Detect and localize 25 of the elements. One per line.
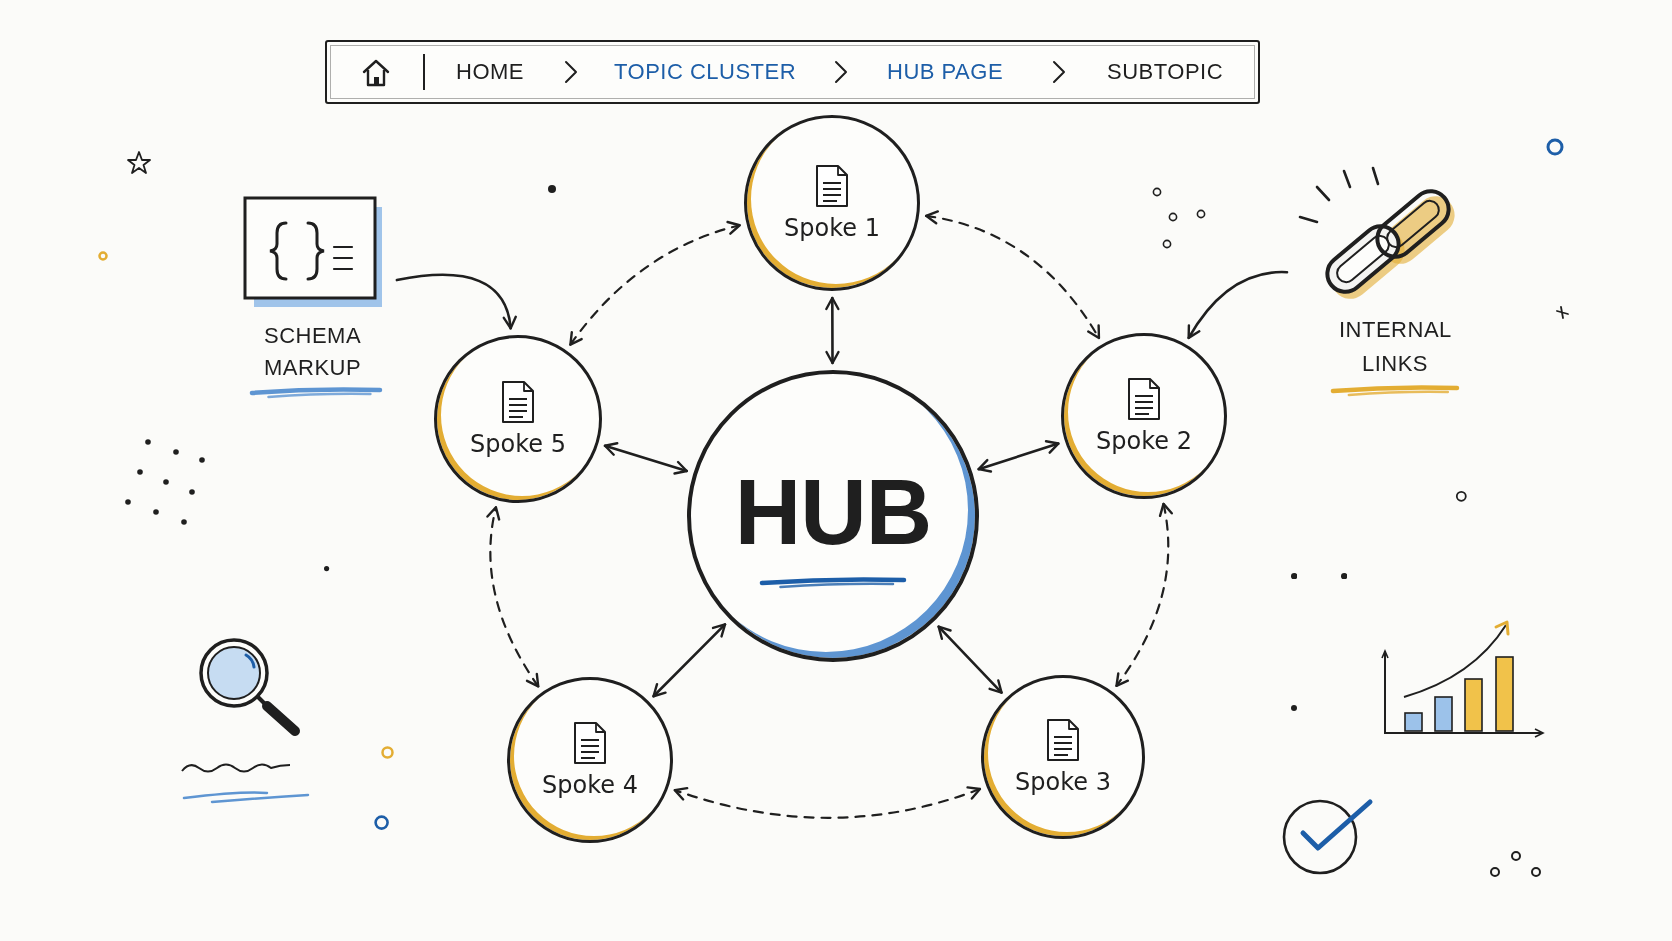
dashed-double-arrow xyxy=(1115,502,1173,688)
node-label: INTERNAL LINKS xyxy=(1339,316,1451,378)
breadcrumb-item: TOPIC CLUSTER xyxy=(614,59,797,85)
node-label: Spoke 3 xyxy=(1015,768,1111,796)
node-label: Spoke 1 xyxy=(784,214,880,242)
double-arrow xyxy=(603,442,689,475)
hub-label: HUB xyxy=(734,466,932,558)
double-arrow xyxy=(652,623,727,698)
curved-arrow xyxy=(1187,270,1289,340)
node-label: Spoke 4 xyxy=(542,771,638,799)
double-arrow xyxy=(825,296,840,365)
node-label: Spoke 2 xyxy=(1096,427,1192,455)
node-label: SCHEMA MARKUP xyxy=(264,322,362,382)
breadcrumb-item: SUBTOPIC xyxy=(1107,59,1224,85)
breadcrumb-item: HOME xyxy=(456,59,524,85)
double-arrow xyxy=(977,440,1060,473)
breadcrumb-bar xyxy=(325,40,1260,104)
dashed-double-arrow xyxy=(924,210,1101,340)
breadcrumb-item: HUB PAGE xyxy=(887,59,1004,85)
curved-arrow xyxy=(395,273,517,330)
dashed-double-arrow xyxy=(486,506,540,688)
dashed-double-arrow xyxy=(569,221,741,346)
double-arrow xyxy=(937,625,1003,694)
node-label: Spoke 5 xyxy=(470,430,566,458)
dashed-double-arrow xyxy=(673,785,982,819)
